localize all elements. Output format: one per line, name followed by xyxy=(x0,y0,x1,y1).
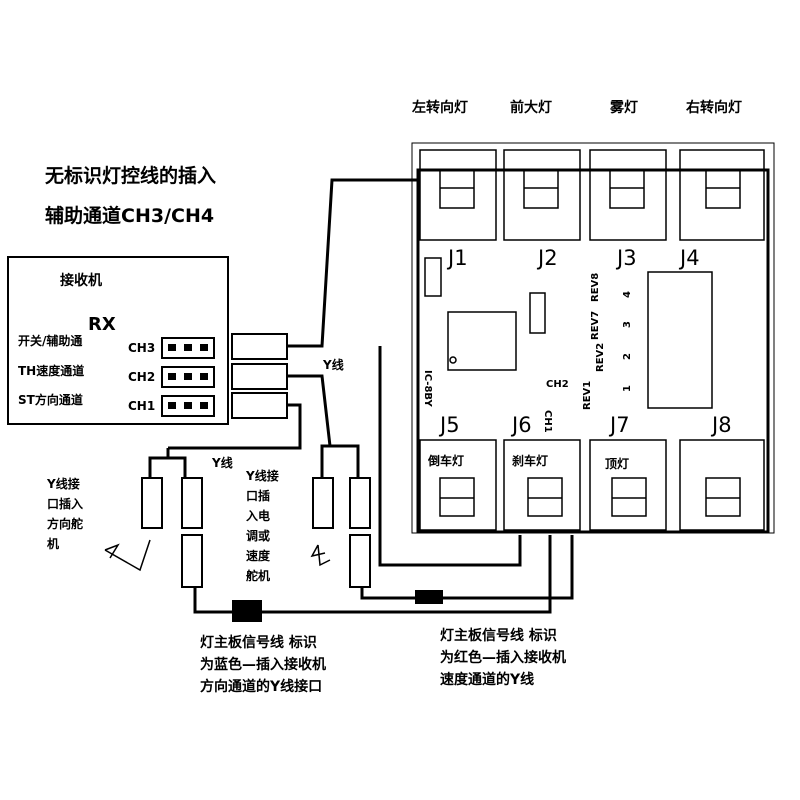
svg-text:入电: 入电 xyxy=(246,508,270,523)
svg-text:速度: 速度 xyxy=(246,548,271,563)
channel-2-label: CH2 xyxy=(128,370,155,384)
num-3: 3 xyxy=(622,321,633,328)
svg-text:口插入: 口插入 xyxy=(47,496,83,511)
svg-text:口插: 口插 xyxy=(246,488,270,503)
top-connectors xyxy=(419,149,765,241)
label-reverse-light: 倒车灯 xyxy=(427,453,464,468)
board-components xyxy=(424,257,713,409)
label-left-turn: 左转向灯 xyxy=(411,99,468,116)
svg-text:速度通道的Y线: 速度通道的Y线 xyxy=(440,671,534,688)
ch2-pad-label: CH2 xyxy=(546,379,569,390)
y-wire-left-label: Y线 xyxy=(211,455,233,470)
jack-j4: J4 xyxy=(678,246,700,270)
channel-3-header xyxy=(161,337,215,359)
red-connector xyxy=(415,590,443,604)
svg-text:灯主板信号线 标识: 灯主板信号线 标识 xyxy=(200,634,317,651)
svg-text:机: 机 xyxy=(47,536,59,551)
middle-note: Y线接 口插 入电 调或 速度 舵机 xyxy=(245,468,279,583)
jack-j5: J5 xyxy=(438,413,460,437)
channel-2-desc: TH速度通道 xyxy=(18,363,84,378)
title-line-2: 辅助通道CH3/CH4 xyxy=(45,204,214,227)
y-harness-plugs xyxy=(141,477,371,588)
receiver-plugs xyxy=(231,333,288,419)
receiver-box: 接收机 RX 开关/辅助通 CH3 TH速度通道 CH2 ST方向通道 CH1 xyxy=(7,256,229,425)
label-fog-light: 雾灯 xyxy=(609,99,638,116)
label-right-turn: 右转向灯 xyxy=(685,99,742,116)
wires xyxy=(148,178,574,614)
channel-2-header xyxy=(161,366,215,388)
channel-3-desc: 开关/辅助通 xyxy=(18,333,82,348)
red-wire-note: 灯主板信号线 标识 为红色—插入接收机 速度通道的Y线 xyxy=(440,627,566,688)
rev8-label: REV8 xyxy=(590,273,601,302)
jack-j7: J7 xyxy=(608,413,630,437)
channel-1-desc: ST方向通道 xyxy=(18,392,83,407)
bottom-connectors xyxy=(419,439,765,531)
light-control-board: 左转向灯 前大灯 雾灯 右转向灯 J1 J2 J3 J4 J5 J6 J7 J8… xyxy=(411,99,775,534)
num-1: 1 xyxy=(622,385,633,392)
svg-text:Y线接: Y线接 xyxy=(245,468,279,483)
svg-text:为红色—插入接收机: 为红色—插入接收机 xyxy=(440,649,566,666)
num-4: 4 xyxy=(622,291,633,298)
num-2: 2 xyxy=(622,353,633,360)
ch1-pad-label: CH1 xyxy=(542,410,553,433)
svg-text:方向通道的Y线接口: 方向通道的Y线接口 xyxy=(200,678,322,695)
left-note: Y线接 口插入 方向舵 机 xyxy=(46,476,83,551)
jack-j1: J1 xyxy=(446,246,468,270)
svg-text:调或: 调或 xyxy=(246,528,270,543)
jack-j2: J2 xyxy=(536,246,558,270)
label-headlight: 前大灯 xyxy=(510,99,552,116)
jack-j8: J8 xyxy=(710,413,732,437)
jack-j6: J6 xyxy=(510,413,532,437)
svg-text:灯主板信号线 标识: 灯主板信号线 标识 xyxy=(440,627,557,644)
receiver-rx-label: RX xyxy=(88,314,116,335)
svg-text:为蓝色—插入接收机: 为蓝色—插入接收机 xyxy=(200,656,326,673)
rev7-label: REV7 xyxy=(590,311,601,340)
label-roof-light: 顶灯 xyxy=(605,456,629,471)
blue-wire-note: 灯主板信号线 标识 为蓝色—插入接收机 方向通道的Y线接口 xyxy=(200,634,326,695)
channel-3-label: CH3 xyxy=(128,341,155,355)
svg-text:方向舵: 方向舵 xyxy=(47,516,83,531)
blue-connector xyxy=(232,600,262,622)
title-line-1: 无标识灯控线的插入 xyxy=(45,164,216,187)
rev1-label: REV1 xyxy=(582,381,593,410)
chip-label: IC-8BY xyxy=(422,370,433,407)
jack-j3: J3 xyxy=(615,246,637,270)
svg-text:舵机: 舵机 xyxy=(246,568,270,583)
label-brake-light: 刹车灯 xyxy=(512,453,548,468)
rev2-label: REV2 xyxy=(595,343,606,372)
channel-1-header xyxy=(161,395,215,417)
channel-1-label: CH1 xyxy=(128,399,155,413)
svg-text:Y线接: Y线接 xyxy=(46,476,80,491)
receiver-heading: 接收机 xyxy=(60,272,102,289)
y-wire-top-label: Y线 xyxy=(322,357,344,372)
arrows xyxy=(104,539,331,572)
